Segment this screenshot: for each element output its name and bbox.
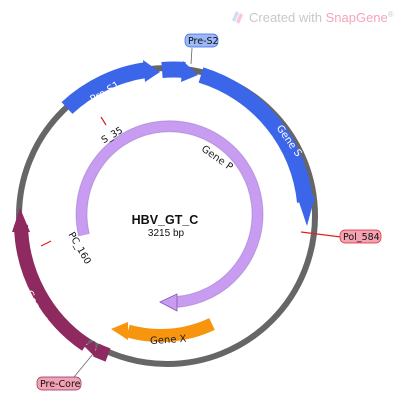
tag-pre-s2-text: Pre-S2: [188, 36, 219, 47]
site-pc160-tick: [40, 240, 52, 247]
snapgene-watermark: Created with SnapGene®: [232, 10, 394, 25]
plasmid-length: 3215 bp: [148, 228, 185, 239]
feature-pre-core[interactable]: [93, 343, 111, 362]
tag-pol584[interactable]: Pol_584: [339, 229, 382, 244]
feature-pre-s1[interactable]: [61, 62, 148, 114]
feature-gene-x-label: Gene X: [150, 334, 187, 348]
feature-gene-x[interactable]: [126, 318, 215, 343]
site-s35-tick: [100, 116, 107, 126]
watermark-text: Created with SnapGene®: [249, 10, 394, 25]
tag-pol584-text: Pol_584: [343, 232, 380, 243]
site-pol584-line: [300, 231, 342, 238]
snapgene-logo-icon: [232, 11, 239, 22]
plasmid-name: HBV_GT_C: [132, 213, 199, 227]
tag-pre-core[interactable]: Pre-Core: [36, 376, 82, 391]
tag-pre-core-text: Pre-Core: [40, 379, 81, 390]
feature-gene-c[interactable]: [14, 224, 91, 351]
site-pc160-label: PC_160: [66, 230, 93, 266]
tag-pre-s2[interactable]: Pre-S2: [184, 33, 219, 48]
feature-gene-s[interactable]: [198, 67, 313, 203]
